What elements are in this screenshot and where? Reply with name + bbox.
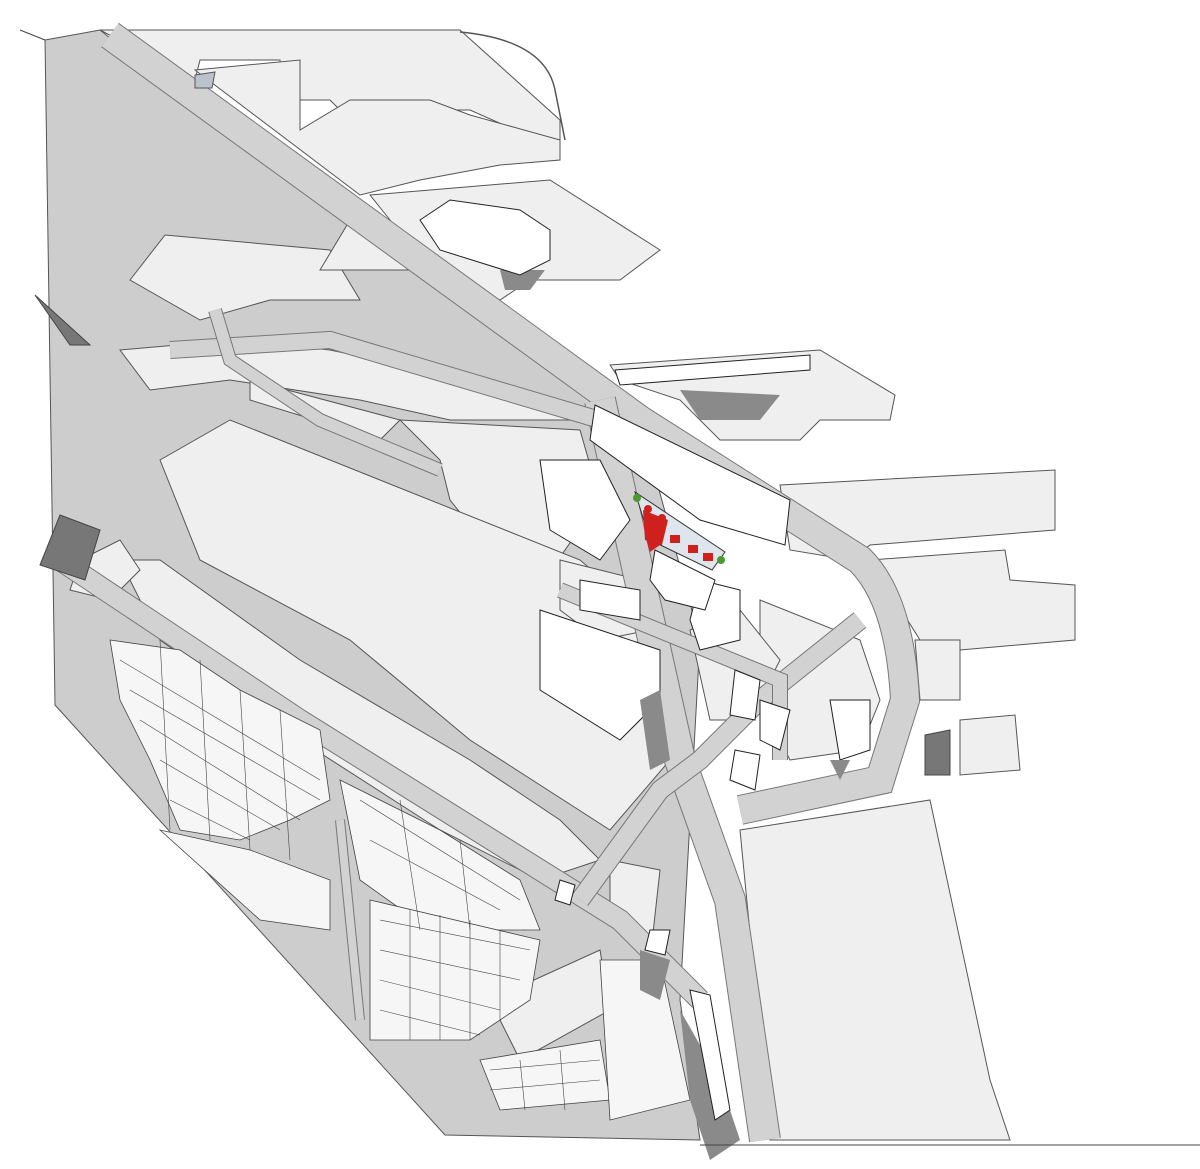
buildings xyxy=(34,71,951,1160)
tree-icon xyxy=(717,556,725,564)
city-blocks xyxy=(109,639,691,1121)
tree-icon xyxy=(633,494,641,502)
highlighted-site xyxy=(633,490,726,611)
